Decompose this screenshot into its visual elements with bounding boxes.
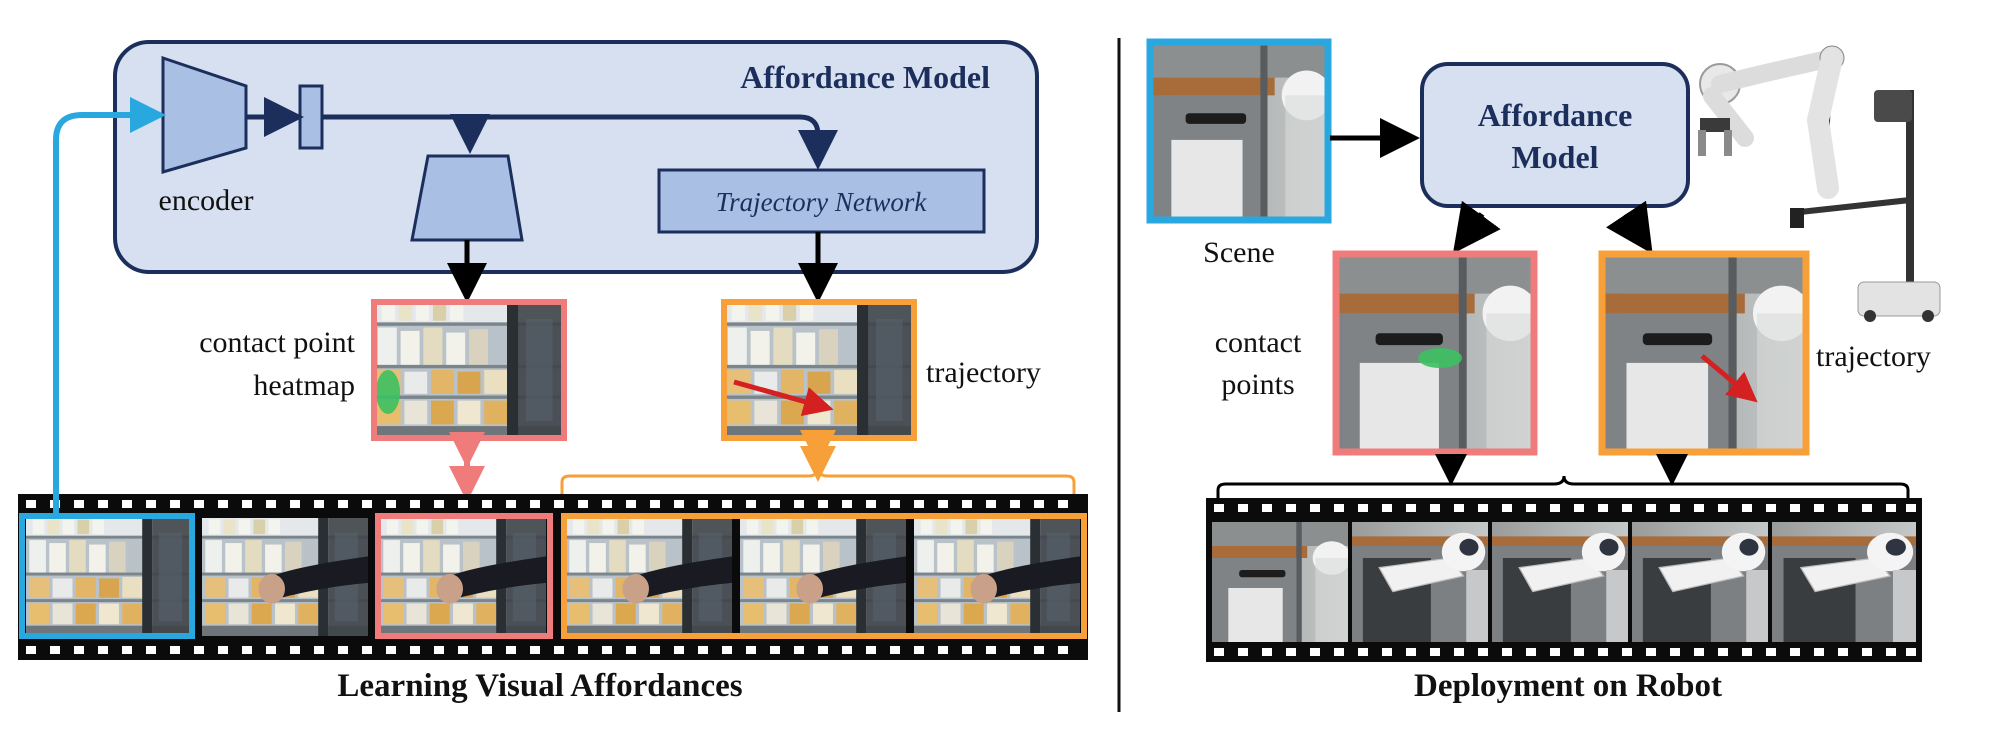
mobile-robot-illustration [1790,90,1941,322]
filmstrip-blue-frame [19,513,195,639]
latent-to-decoder-arrow [450,114,490,154]
deploy-trajectory-label: trajectory [1816,340,1931,373]
input-frame-to-encoder-arrow [53,97,166,516]
deploy-contact-image [1332,250,1538,456]
contact-heatmap-blob [376,370,400,414]
encoder-label: encoder [159,184,254,217]
trajectory-span-bracket [560,467,1076,494]
model-to-trajectory-arrow [1606,200,1653,254]
human-video-filmstrip [18,494,1088,660]
scene-label: Scene [1203,236,1275,269]
contact-heatmap-image [371,299,567,441]
right-caption: Deployment on Robot [1414,668,1722,704]
deploy-span-bracket [1216,475,1910,498]
model-to-contact-arrow [1452,200,1501,254]
robot-arm-illustration [1698,45,1845,199]
robot-video-filmstrip [1206,498,1922,662]
scene-image [1146,38,1332,224]
deploy-model-box [1420,62,1690,208]
decoder-shape [410,154,524,242]
latent-vector [298,84,324,150]
deploy-trajectory-image [1598,250,1810,456]
right-panel: Scene Affordance Model [1146,38,1941,704]
affordance-model-title: Affordance Model [740,59,990,95]
deploy-trajectory-arrow-overlay [1700,354,1758,403]
encoder-shape [161,55,248,174]
contact-heatmap-label-line2: heatmap [253,369,355,402]
latent-branch-line [322,114,838,170]
deploy-contact-blob [1418,348,1462,368]
deploy-contact-label-line1: contact [1215,326,1302,359]
trajectory-network-label: Trajectory Network [716,187,928,217]
contact-heatmap-label-line1: contact point [199,326,355,359]
trajectory-arrow-overlay [733,379,834,417]
trajectory-network-box [657,168,986,234]
deploy-model-title-line2: Model [1511,139,1598,175]
trajectory-label-left: trajectory [926,356,1041,389]
left-panel: Affordance Model encoder Trajectory Netw… [18,40,1088,704]
left-caption: Learning Visual Affordances [337,668,742,704]
filmstrip-pink-frame [375,513,553,639]
deploy-model-title-line1: Affordance [1478,97,1633,133]
deploy-contact-label-line2: points [1221,368,1294,401]
filmstrip-orange-frame [561,513,1087,639]
trajectory-image [721,299,917,441]
